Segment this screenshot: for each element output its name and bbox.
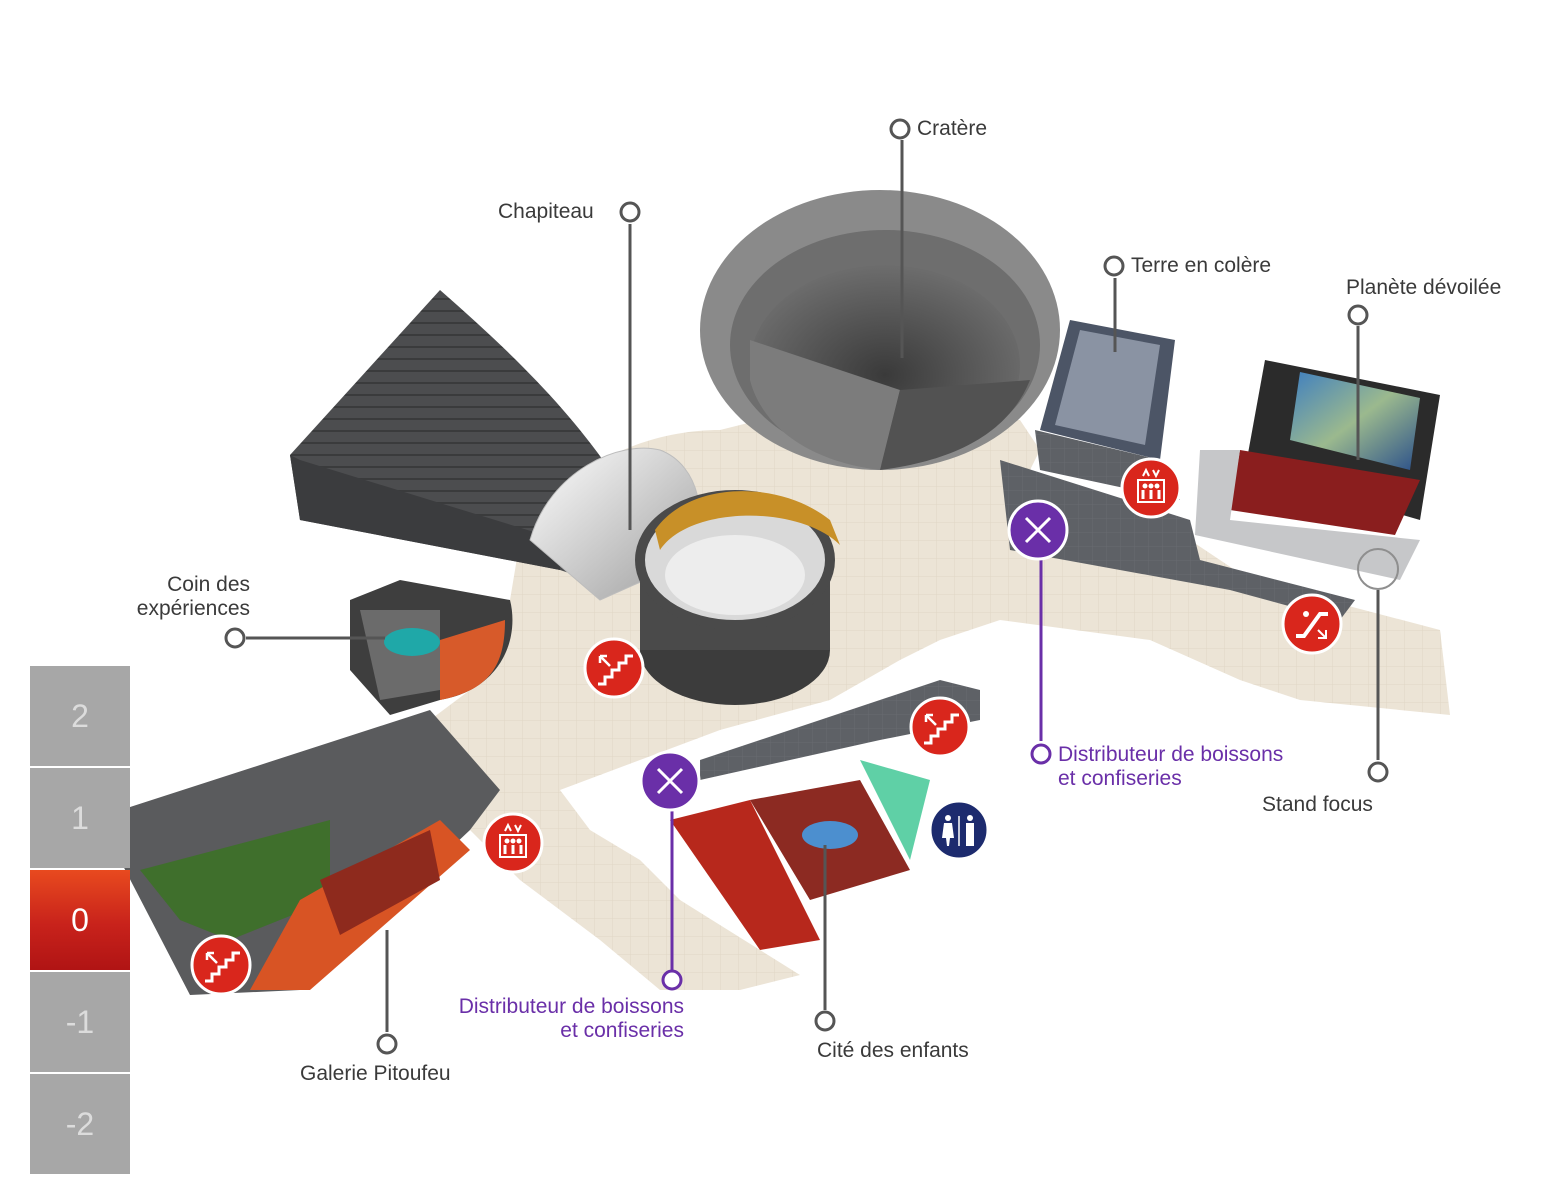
label-cite-des-enfants[interactable]: Cité des enfants <box>817 1039 969 1062</box>
cratere-building <box>700 190 1060 470</box>
floor-button-2[interactable]: 2 <box>30 666 130 766</box>
label-cratere[interactable]: Cratère <box>917 117 988 140</box>
label-distributeur-left[interactable]: Distributeur de boissons et confiseries <box>400 995 684 1043</box>
galerie-pitoufeu-room <box>90 710 500 995</box>
stairs-icon[interactable] <box>909 696 971 758</box>
location-marker-icon <box>1347 304 1369 326</box>
label-planete-devoilee[interactable]: Planète dévoilée <box>1346 276 1502 299</box>
label-line: Distributeur de boissons <box>458 995 684 1018</box>
stairs-icon[interactable] <box>583 637 645 699</box>
planete-devoilee-cinema <box>1000 360 1440 620</box>
label-line: et confiseries <box>1058 767 1182 790</box>
terre-en-colere-room <box>1035 320 1180 500</box>
floor-selector: 2 1 0 -1 -2 <box>30 666 130 1176</box>
floor-button-minus-2[interactable]: -2 <box>30 1074 130 1174</box>
elevator-icon[interactable] <box>1120 457 1182 519</box>
location-marker-icon <box>224 627 246 649</box>
location-marker-icon <box>1103 255 1125 277</box>
fork-knife-icon[interactable] <box>639 750 701 812</box>
location-marker-icon <box>814 1010 836 1032</box>
location-marker-icon <box>889 118 911 140</box>
label-coin-des-experiences[interactable]: Coin des expériences <box>108 573 250 621</box>
cite-des-enfants-room <box>670 680 980 950</box>
coin-des-experiences-room <box>350 580 513 715</box>
location-marker-icon <box>1030 743 1052 765</box>
label-chapiteau[interactable]: Chapiteau <box>498 200 594 223</box>
label-terre-en-colere[interactable]: Terre en colère <box>1131 254 1272 277</box>
toilets-icon[interactable] <box>928 799 990 861</box>
label-distributeur-right[interactable]: Distributeur de boissons et confiseries <box>1058 743 1283 791</box>
location-marker-icon <box>1367 761 1389 783</box>
escalator-icon[interactable] <box>1281 593 1343 655</box>
fork-knife-icon[interactable] <box>1007 499 1069 561</box>
location-marker-icon <box>661 969 683 991</box>
leader-lines <box>246 140 1380 1032</box>
label-line: Coin des <box>167 573 250 596</box>
floor-button-1[interactable]: 1 <box>30 768 130 868</box>
label-stand-focus[interactable]: Stand focus <box>1262 793 1373 816</box>
round-pavilion <box>635 490 840 705</box>
location-marker-icon <box>619 201 641 223</box>
floor-button-minus-1[interactable]: -1 <box>30 972 130 1072</box>
floor-button-0[interactable]: 0 <box>30 870 130 970</box>
label-line: Distributeur de boissons <box>1058 743 1284 766</box>
stand-focus-ring <box>1357 548 1399 590</box>
stairs-icon[interactable] <box>190 934 252 996</box>
label-line: et confiseries <box>560 1019 684 1042</box>
label-galerie-pitoufeu[interactable]: Galerie Pitoufeu <box>300 1062 451 1085</box>
location-marker-icon <box>376 1033 398 1055</box>
elevator-icon[interactable] <box>482 812 544 874</box>
label-line: expériences <box>136 597 250 620</box>
